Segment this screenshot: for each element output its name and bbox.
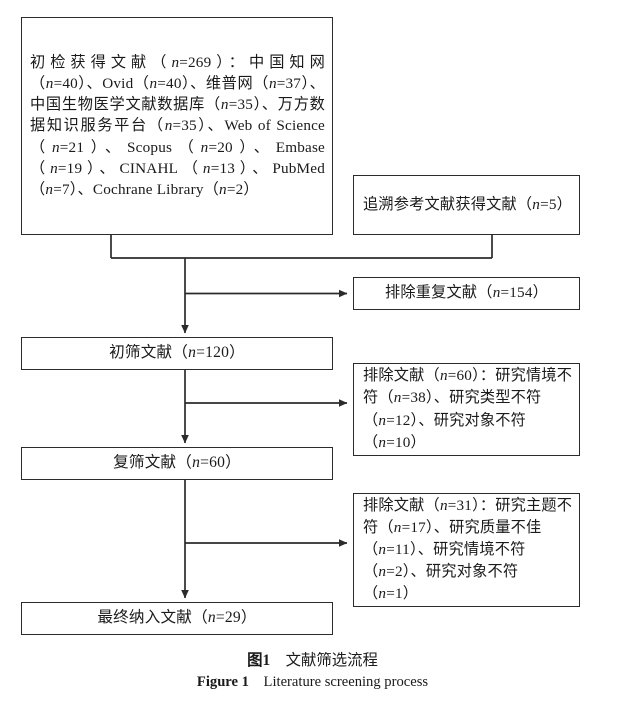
- node-excluded-second-round-label: 排除文献（n=31）：研究主题不符（n=17）、研究质量不佳（n=11）、研究情…: [363, 496, 573, 603]
- node-excluded-second-round: 排除文献（n=31）：研究主题不符（n=17）、研究质量不佳（n=11）、研究情…: [353, 493, 580, 607]
- node-second-screening: 复筛文献（n=60）: [21, 447, 333, 480]
- figure-caption-cn-label: 图1: [247, 652, 271, 669]
- node-initial-records: 初检获得文献（n=269）：中国知网（n=40）、Ovid（n=40）、维普网（…: [21, 17, 333, 235]
- figure-caption-cn: 图1 文献筛选流程: [0, 648, 625, 670]
- node-second-screening-label: 复筛文献（n=60）: [113, 454, 241, 472]
- figure-caption: 图1 文献筛选流程 Figure 1 Literature screening …: [0, 648, 625, 691]
- figure-caption-en: Figure 1 Literature screening process: [0, 674, 625, 691]
- node-initial-records-label: 初检获得文献（n=269）：中国知网（n=40）、Ovid（n=40）、维普网（…: [30, 53, 326, 199]
- figure-caption-en-label: Figure 1: [196, 674, 249, 690]
- node-excluded-first-round: 排除文献（n=60）：研究情境不符（n=38）、研究类型不符（n=12）、研究对…: [353, 363, 580, 456]
- node-first-screening: 初筛文献（n=120）: [21, 337, 333, 370]
- figure-caption-cn-text: 文献筛选流程: [285, 652, 378, 669]
- node-duplicates-removed: 排除重复文献（n=154）: [353, 277, 580, 310]
- figure-caption-en-text: Literature screening process: [263, 674, 429, 690]
- node-reference-tracking-label: 追溯参考文献获得文献（n=5）: [363, 196, 573, 214]
- node-excluded-first-round-label: 排除文献（n=60）：研究情境不符（n=38）、研究类型不符（n=12）、研究对…: [363, 367, 573, 451]
- node-final-included-label: 最终纳入文献（n=29）: [97, 609, 257, 627]
- node-reference-tracking: 追溯参考文献获得文献（n=5）: [353, 175, 580, 235]
- node-first-screening-label: 初筛文献（n=120）: [109, 344, 245, 362]
- node-final-included: 最终纳入文献（n=29）: [21, 602, 333, 635]
- node-duplicates-removed-label: 排除重复文献（n=154）: [384, 284, 549, 302]
